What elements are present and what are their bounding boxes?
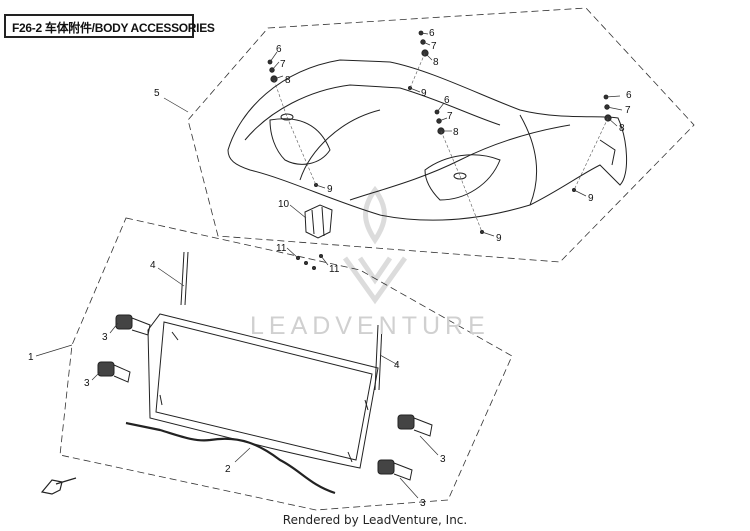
callout-8: 8 (433, 57, 439, 68)
roof-top (227, 59, 628, 221)
roof-group-boundary (187, 7, 695, 263)
callout-11: 11 (276, 243, 287, 254)
callout-4: 4 (394, 360, 400, 371)
callout-6: 6 (276, 44, 282, 55)
callout-9: 9 (421, 88, 427, 99)
callout-8: 8 (453, 127, 459, 138)
windshield-rods (180, 251, 383, 391)
front-arrow-icon (40, 477, 77, 495)
callout-3: 3 (84, 378, 90, 389)
watermark-text: LEADVENTURE (250, 312, 490, 340)
watermark-logo (342, 185, 408, 305)
callout-3: 3 (420, 498, 426, 509)
callout-4: 4 (150, 260, 156, 271)
clamp-bodies (113, 317, 433, 481)
title-box: F26-2 车体附件/BODY ACCESSORIES (4, 14, 215, 38)
callout-7: 7 (625, 105, 631, 116)
hardware-axis-lines (273, 52, 609, 233)
footer-credit: Rendered by LeadVenture, Inc. (282, 513, 468, 527)
callout-3: 3 (440, 454, 446, 465)
leader-lines (35, 32, 623, 499)
seal-strip (125, 421, 336, 495)
callout-1: 1 (28, 352, 34, 363)
callout-7: 7 (447, 111, 453, 122)
callout-8: 8 (285, 75, 291, 86)
page-title: F26-2 车体附件/BODY ACCESSORIES (12, 21, 215, 35)
callout-7: 7 (280, 59, 286, 70)
callout-6: 6 (429, 28, 435, 39)
callout-3: 3 (102, 332, 108, 343)
callout-labels: 5 1 3 3 3 3 4 4 2 10 11 11 6 7 8 6 7 8 6… (28, 28, 632, 509)
hardware-fasteners (267, 30, 612, 270)
callout-11: 11 (329, 264, 340, 275)
windshield-clamps (97, 314, 415, 475)
callout-6: 6 (444, 95, 450, 106)
callout-9: 9 (588, 193, 594, 204)
callout-8: 8 (619, 123, 625, 134)
callout-6: 6 (626, 90, 632, 101)
callout-2: 2 (225, 464, 231, 475)
callout-5: 5 (154, 88, 160, 99)
windshield-group-boundary (59, 217, 513, 511)
callout-7: 7 (431, 41, 437, 52)
callout-9: 9 (496, 233, 502, 244)
roof-bracket (304, 204, 333, 239)
callout-10: 10 (278, 199, 290, 210)
callout-9: 9 (327, 184, 333, 195)
